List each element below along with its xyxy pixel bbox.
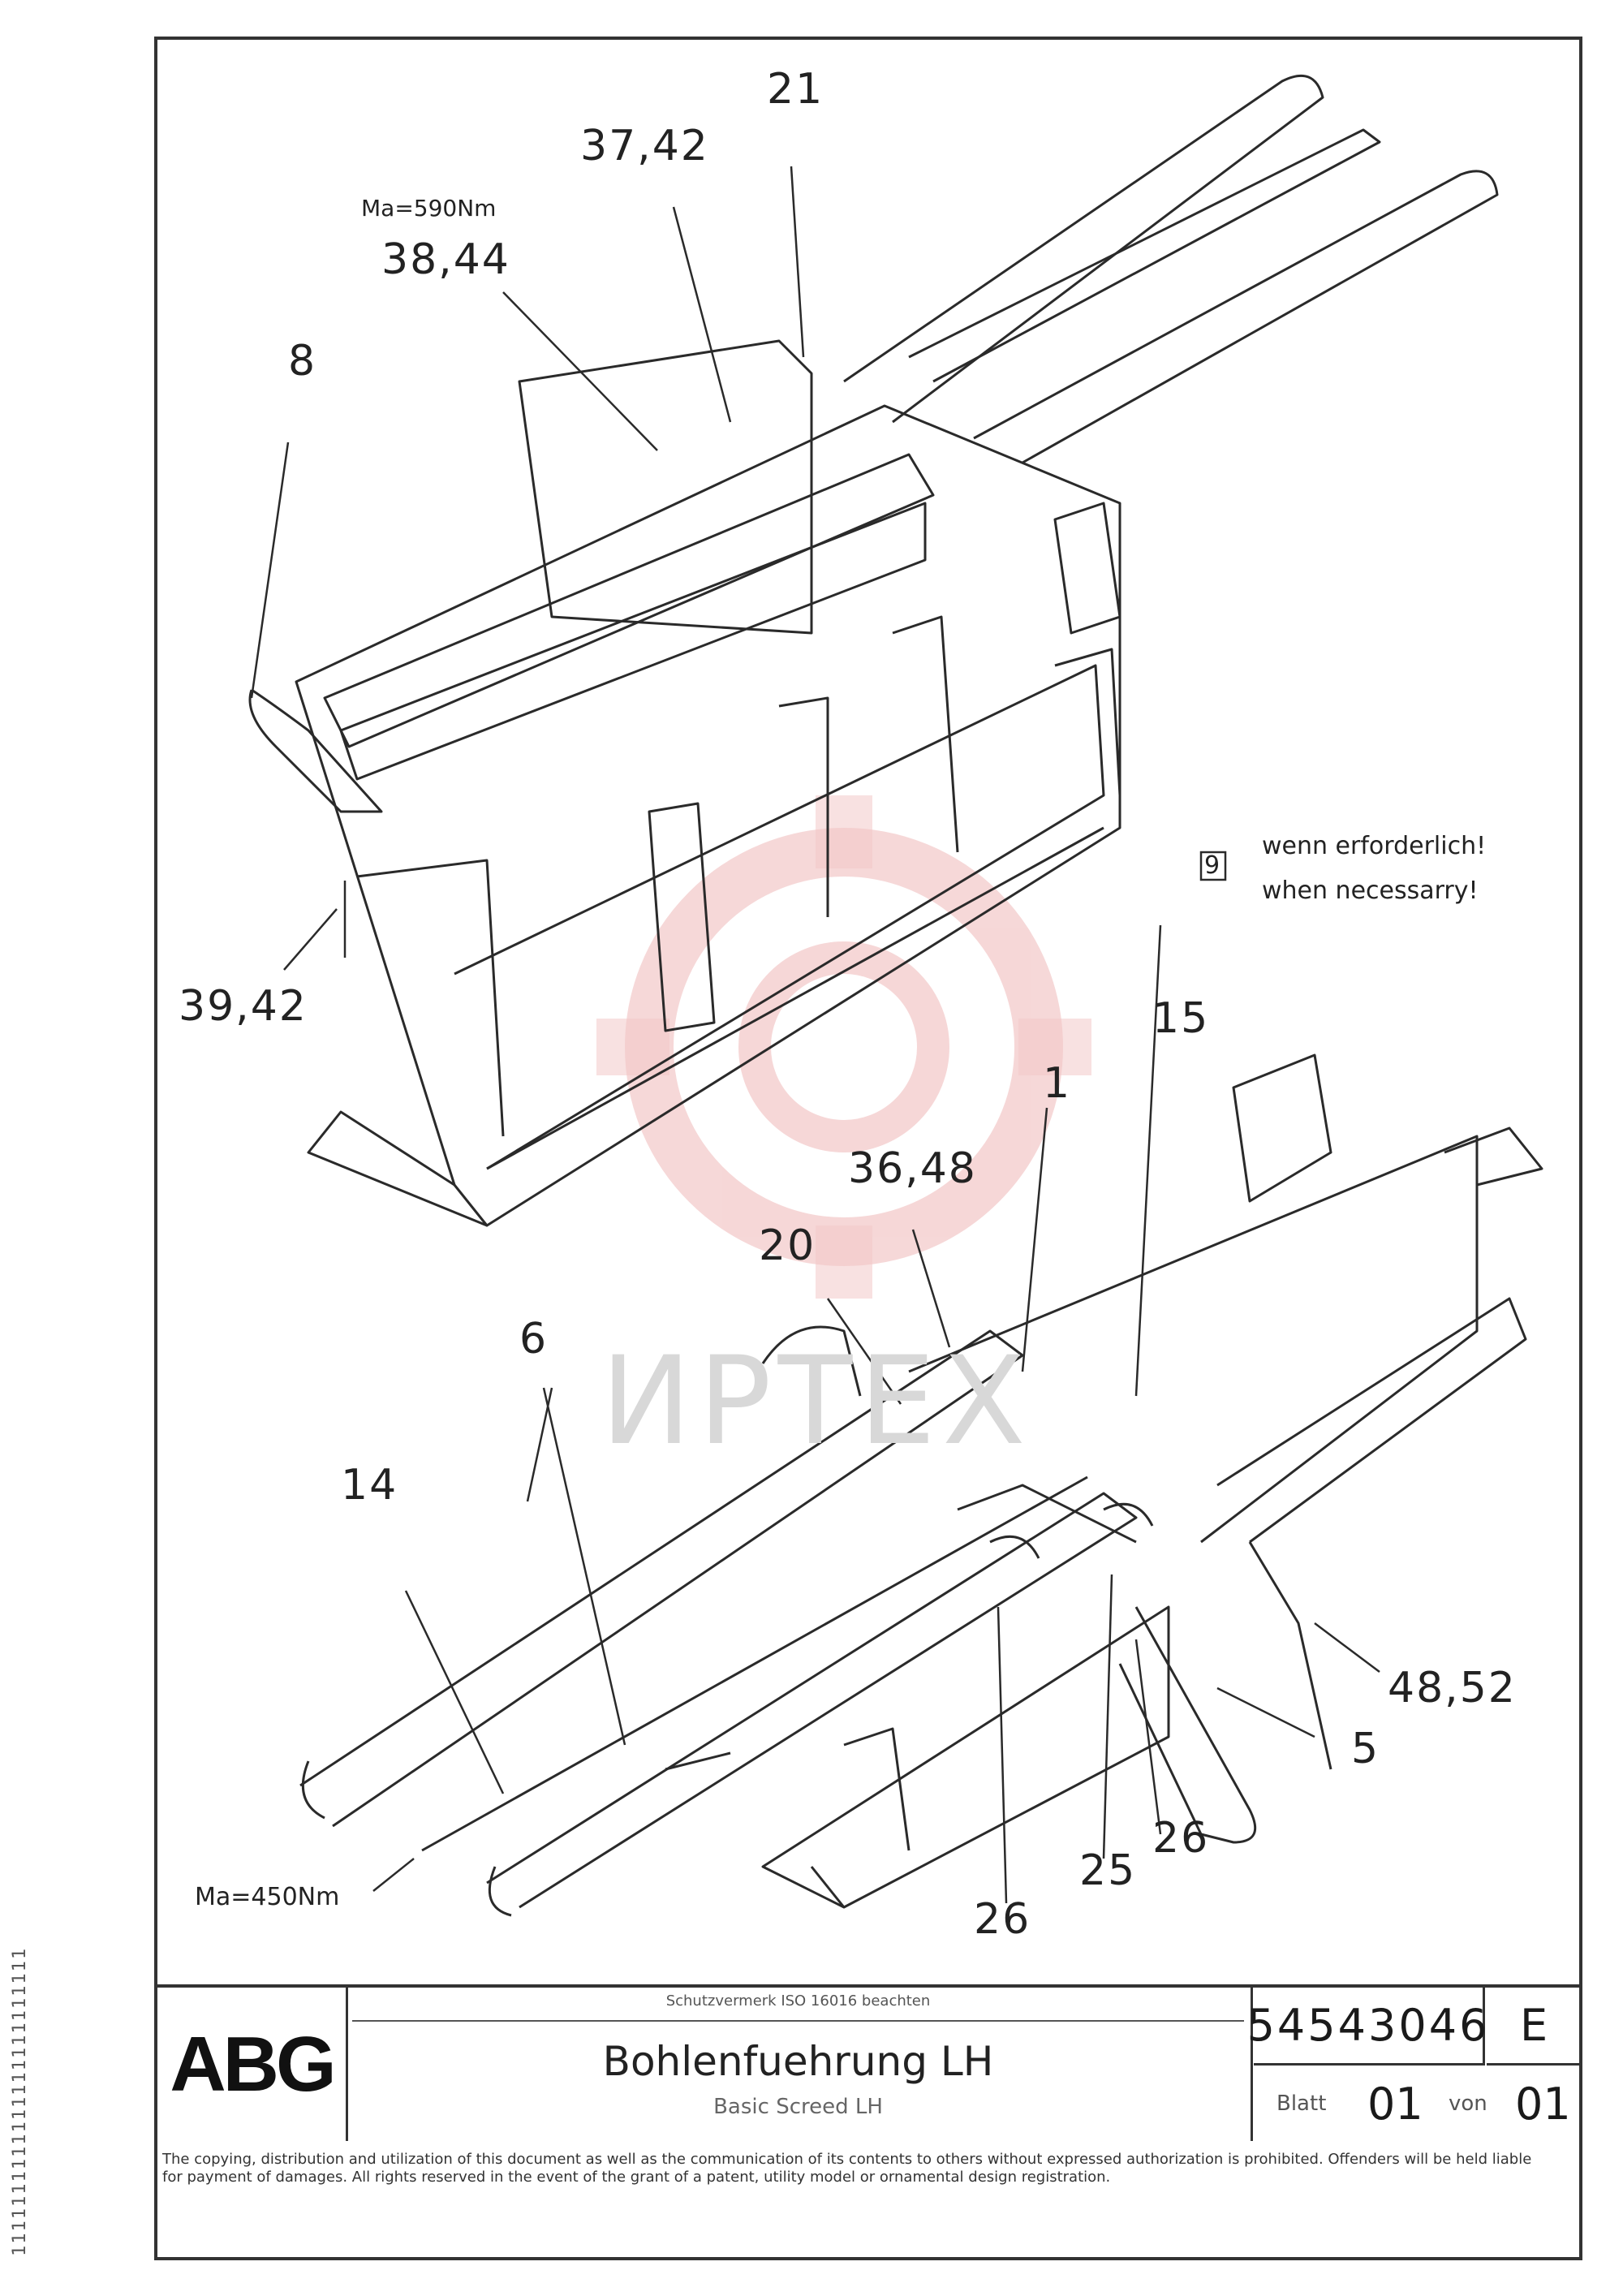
callout-6: 6 [519,1315,549,1363]
callout-39-42: 39,42 [179,982,308,1031]
note-german: wenn erforderlich! [1262,832,1487,860]
sheet-number: 01 [1367,2078,1423,2130]
torque-bottom-label: Ma=450Nm [195,1883,340,1911]
side-code: 1111111111111111111111111 [10,1946,30,2256]
title-divider [352,2020,1244,2022]
title-block [154,1984,1582,2143]
sheet-total: 01 [1515,2078,1571,2130]
revision-letter: E [1487,1988,1581,2066]
note-box [1199,851,1227,881]
watermark-text: ИРТЕХ [601,1331,1032,1472]
title-english: Basic Screed LH [713,2095,883,2119]
sheet-label: Blatt [1276,2091,1327,2116]
callout-8: 8 [288,337,317,386]
abg-logo: ABG [157,1988,348,2141]
sheet-info: Blatt 01 von 01 [1254,2066,1581,2141]
document-number: 54543046 [1247,1988,1487,2066]
callout-25: 25 [1079,1846,1137,1895]
callout-1: 1 [1043,1059,1072,1108]
callout-5: 5 [1351,1725,1380,1773]
copyright-notice: The copying, distribution and utilizatio… [162,2151,1532,2186]
callout-36-48: 36,48 [848,1144,977,1193]
callout-26-bottom: 26 [974,1895,1031,1944]
title-small-text: Schutzvermerk ISO 16016 beachten [665,1992,931,2010]
of-label: von [1449,2091,1487,2116]
callout-26-right: 26 [1152,1814,1210,1863]
torque-top-label: Ma=590Nm [361,195,497,222]
exploded-assembly-drawing [248,74,1543,1917]
note-english: when necessarry! [1262,877,1479,905]
title-german: Bohlenfuehrung LH [602,2038,994,2085]
note-box-label: 9 [1204,851,1220,880]
callout-38-44: 38,44 [381,235,510,284]
callout-48-52: 48,52 [1388,1664,1517,1712]
callout-15: 15 [1152,994,1210,1043]
callout-20: 20 [759,1221,816,1270]
callout-21: 21 [767,65,824,114]
drawing-frame [154,37,1582,2260]
callout-37-42: 37,42 [580,122,709,170]
title-cell: Schutzvermerk ISO 16016 beachten Bohlenf… [346,1988,1253,2141]
callout-14: 14 [341,1461,398,1510]
